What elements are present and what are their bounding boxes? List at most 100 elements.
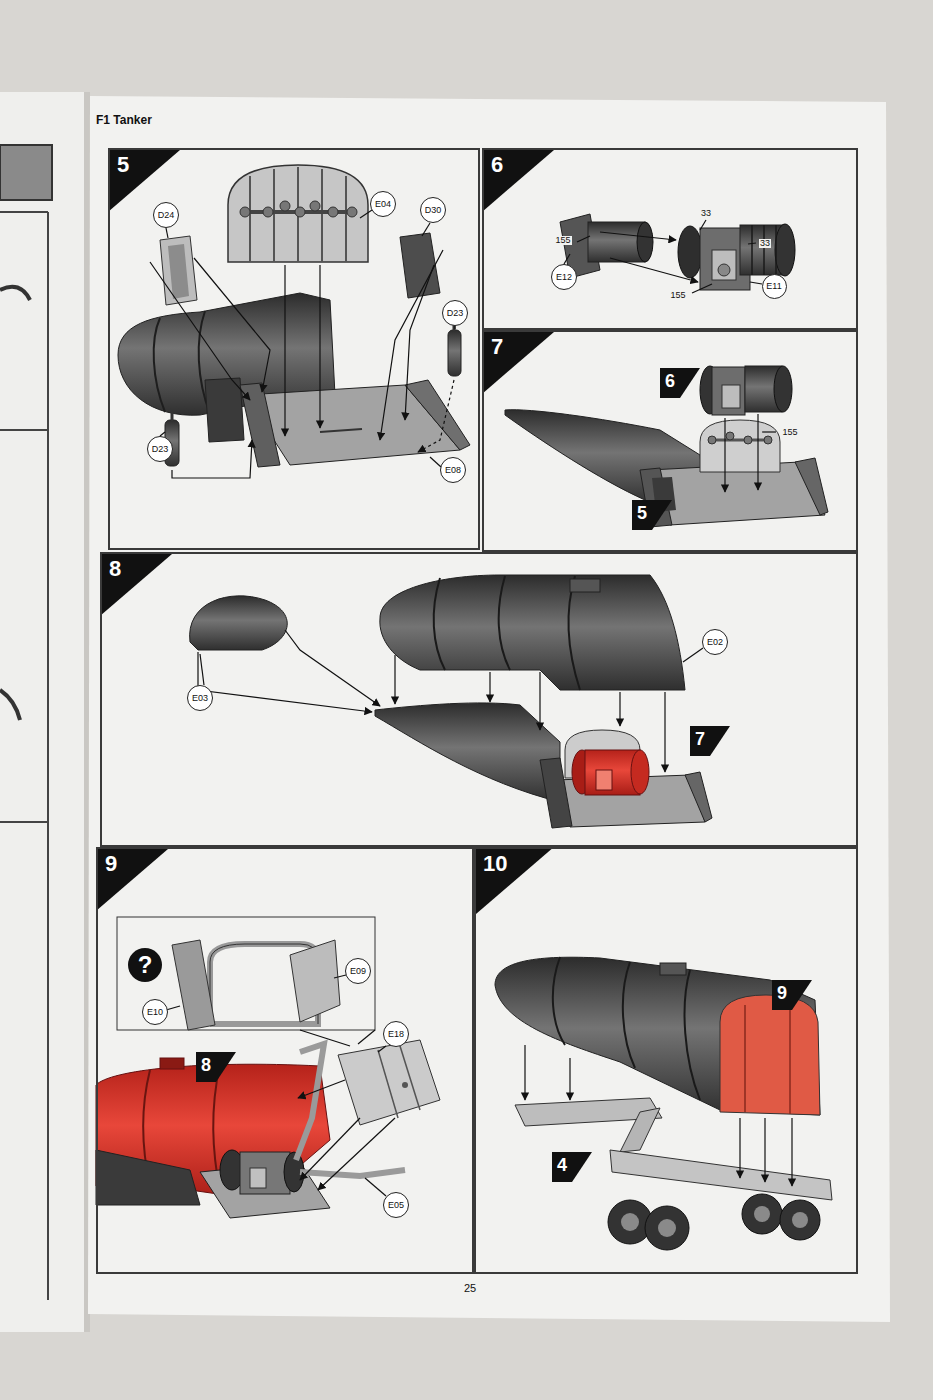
step-5-art-part — [168, 244, 189, 299]
step-corner-shape — [484, 332, 554, 392]
step-reference-flag: 4 — [552, 1152, 592, 1182]
step-6-art-part-part — [748, 243, 756, 244]
step-10-art-part — [495, 957, 820, 1115]
part-number: E03 — [192, 694, 208, 703]
page-sheet-part — [88, 96, 890, 1322]
step-10-art-part-part — [780, 1200, 820, 1240]
flag-fill — [632, 500, 672, 530]
step-9-art-part — [240, 1152, 290, 1194]
step-9-art-part-part — [358, 1030, 375, 1044]
step-5-art-part-part — [360, 210, 372, 218]
step-7-art-part-part — [764, 436, 772, 444]
step-5-art-part — [320, 429, 362, 432]
optional-part-icon: ? — [128, 948, 162, 982]
step-5-art-part-part — [263, 207, 273, 217]
step-9-art-part — [160, 1058, 184, 1069]
step-10-art-part-part — [524, 1045, 525, 1100]
step-number: 6 — [491, 154, 503, 176]
part-callout: E05 — [383, 1192, 409, 1218]
step-7-art-part-part — [726, 432, 734, 440]
step-5-art-part-part — [273, 169, 275, 262]
step-7-art-part — [700, 420, 780, 472]
left-page-part — [0, 211, 48, 213]
step-number: 10 — [483, 853, 507, 875]
step-7-art-part — [795, 458, 828, 515]
step-corner-shape — [110, 150, 180, 210]
step-6-art-part — [712, 250, 736, 280]
part-callout: D23 — [147, 436, 173, 462]
step-8-art-part-part — [285, 630, 380, 706]
step-9-art-part-part — [318, 1118, 395, 1190]
step-5-art-part-part — [310, 201, 320, 211]
part-callout: E18 — [383, 1021, 409, 1047]
step-6-art-part — [588, 222, 645, 262]
step-6-art-part-part — [564, 254, 570, 264]
step-corner-shape — [484, 150, 554, 210]
flag-fill — [772, 980, 812, 1010]
part-callout: E08 — [440, 457, 466, 483]
part-number: D23 — [152, 445, 169, 454]
step-5-art-part-part — [345, 176, 347, 262]
step-7-art-part — [774, 366, 792, 412]
step-6-art-part — [564, 220, 762, 293]
step-9-art-part — [400, 1046, 420, 1110]
left-page-part — [0, 429, 48, 431]
step-corner-shape — [98, 849, 168, 909]
step-5-art-part-part — [430, 457, 441, 467]
step-9-art-part — [172, 940, 215, 1030]
step-10-art-part-part — [764, 1118, 765, 1182]
step-5-art-part-part — [240, 207, 250, 217]
part-callout: E12 — [551, 264, 577, 290]
step-5-art-part-part — [422, 223, 430, 236]
part-callout: D23 — [442, 300, 468, 326]
step-7-art-part — [725, 414, 776, 492]
step-9-art-part-part — [334, 975, 346, 978]
step-10-art-part-part — [791, 1118, 792, 1186]
optional-mark: ? — [138, 953, 153, 977]
step-7-art-part-part — [708, 436, 716, 444]
step-10-art-part — [620, 1108, 660, 1152]
step-6-art-part-part — [750, 282, 762, 284]
step-10-art-part — [553, 957, 700, 1100]
part-number: E05 — [388, 1201, 404, 1210]
step-10-art-part-part — [623, 962, 635, 1068]
step-10-art-part-part — [658, 1219, 676, 1237]
page-sheet — [88, 96, 890, 1322]
paint-number: 155 — [781, 428, 798, 437]
step-10-art-part — [621, 1206, 808, 1237]
step-6-art-part-part — [751, 225, 753, 275]
step-8-art-part — [596, 770, 612, 790]
step-panel: 765 — [482, 330, 858, 552]
step-panel: 9?E09E10E188E05 — [96, 847, 474, 1274]
left-page-part — [0, 92, 86, 1332]
step-8-art — [190, 575, 712, 828]
part-callout: E02 — [702, 629, 728, 655]
step-10-art-part — [608, 1194, 820, 1250]
step-6-art — [560, 214, 795, 293]
step-8-art-part — [380, 575, 685, 690]
step-8-art-part — [190, 596, 288, 650]
step-10-art-part-part — [754, 1206, 770, 1222]
step-7-art-part-part — [762, 431, 776, 432]
step-5-art-part — [171, 412, 174, 421]
step-6-art-part-part — [692, 284, 712, 293]
step-7-art-part — [708, 439, 772, 442]
step-6-art-part-part — [600, 232, 676, 240]
step-5-art-part-part — [321, 169, 323, 262]
step-10-art-part-part — [553, 957, 565, 1045]
step-5-art-part-part — [150, 262, 250, 400]
step-5-art-part-part — [194, 258, 270, 392]
step-reference: 5 — [637, 504, 647, 522]
step-8-art-part — [198, 630, 703, 772]
step-5-art-part-part — [249, 176, 251, 262]
step-8-art-part — [375, 703, 560, 802]
step-7-art-part-part — [757, 414, 758, 490]
step-8-art-part-part — [499, 576, 510, 670]
step-6-art-part-part — [775, 225, 777, 275]
part-number: E12 — [556, 273, 572, 282]
step-6-art-part-part — [577, 236, 590, 242]
step-5-art-part — [448, 330, 461, 376]
step-5-art-part-part — [405, 265, 434, 420]
